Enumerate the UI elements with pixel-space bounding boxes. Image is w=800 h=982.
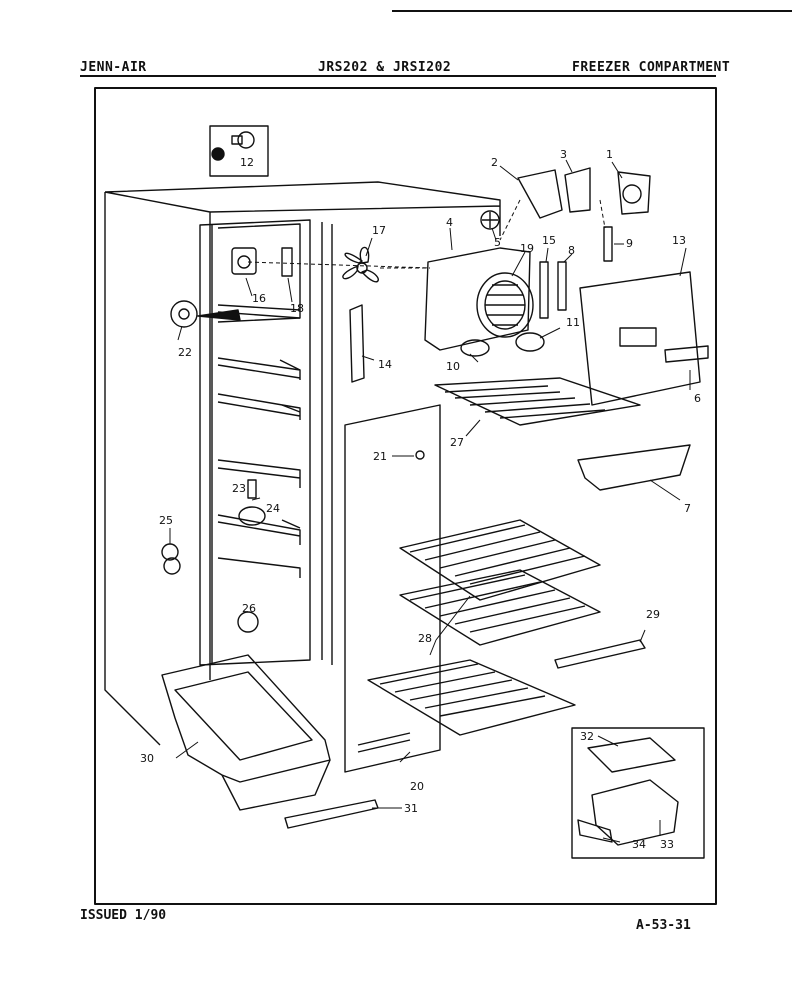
part-4-evaporator-cover [424,247,531,351]
part-28-shelf-middle [399,569,601,646]
callout-14: 14 [378,358,392,371]
part-2-bracket [517,169,563,219]
callout-23: 23 [232,482,246,495]
callout-28: 28 [418,632,432,645]
callout-22: 22 [178,346,192,359]
part-28-shelf-upper [399,519,601,601]
part-33-bin [591,779,679,846]
part-34-strip [577,819,613,843]
part-10-socket [460,339,490,357]
callout-19: 19 [520,242,534,255]
callout-3: 3 [560,148,567,161]
part-13-cover [579,271,701,406]
part-30-crisper [161,654,331,783]
part-16-control [231,247,257,275]
callout-12: 12 [240,156,254,169]
part-15-strip [539,261,549,319]
header-rule [80,75,716,77]
part-28-shelf-lower [367,659,576,736]
callout-30: 30 [140,752,154,765]
callout-7: 7 [684,502,691,515]
callout-27: 27 [450,436,464,449]
part-19-grille [476,272,534,338]
part-22-knob [170,300,198,328]
callout-16: 16 [252,292,266,305]
callout-11: 11 [566,316,580,329]
part-31-rail [284,799,379,829]
callout-15: 15 [542,234,556,247]
callout-10: 10 [446,360,460,373]
callout-34: 34 [632,838,646,851]
part-3-bracket [564,167,591,213]
issued-label: ISSUED 1/90 [80,908,167,923]
diagram-frame [94,87,717,905]
callout-31: 31 [404,802,418,815]
part-32-tray [587,737,676,773]
part-20-back-panel [344,404,441,773]
callout-6: 6 [694,392,701,405]
part-14-duct [349,304,365,383]
part-18-bracket [281,247,293,277]
callout-5: 5 [494,236,501,249]
part-5-knob [480,210,500,230]
callout-24: 24 [266,502,280,515]
part-25-knob-b [163,557,181,575]
part-21-screw [415,450,425,460]
callout-33: 33 [660,838,674,851]
callout-29: 29 [646,608,660,621]
part-17-fan [342,246,379,283]
page-code-label: A-53-31 [636,918,691,933]
top-rule [392,10,792,12]
callout-17: 17 [372,224,386,237]
part-8-strip [557,261,567,311]
part-11-bulb [515,332,545,352]
part-26-knob [237,611,259,633]
section-label: FREEZER COMPARTMENT [572,60,731,75]
part-24-cap [238,506,266,526]
part-9-rod [603,226,613,262]
callout-26: 26 [242,602,256,615]
model-label: JRS202 & JRSI202 [318,60,452,75]
part-6-lens [664,345,709,363]
callout-20: 20 [410,780,424,793]
callout-21: 21 [373,450,387,463]
part-7-bin [577,444,691,491]
leader-lines [247,199,606,269]
callout-4: 4 [446,216,453,229]
part-12-inset [209,125,269,177]
brand-label: JENN-AIR [80,60,147,75]
part-29-trim [554,639,646,669]
callout-2: 2 [491,156,498,169]
part-23-screw [247,479,257,499]
callout-9: 9 [626,237,633,250]
part-1-housing [617,171,651,215]
parts-32-34-inset [571,727,705,859]
callout-18: 18 [290,302,304,315]
callout-13: 13 [672,234,686,247]
callout-25: 25 [159,514,173,527]
cabinet-shell [104,181,501,746]
callout-8: 8 [568,244,575,257]
callout-32: 32 [580,730,594,743]
callout-1: 1 [606,148,613,161]
callout-labels: 1 2 3 4 5 6 7 8 9 10 11 12 13 14 15 16 1… [140,148,701,851]
